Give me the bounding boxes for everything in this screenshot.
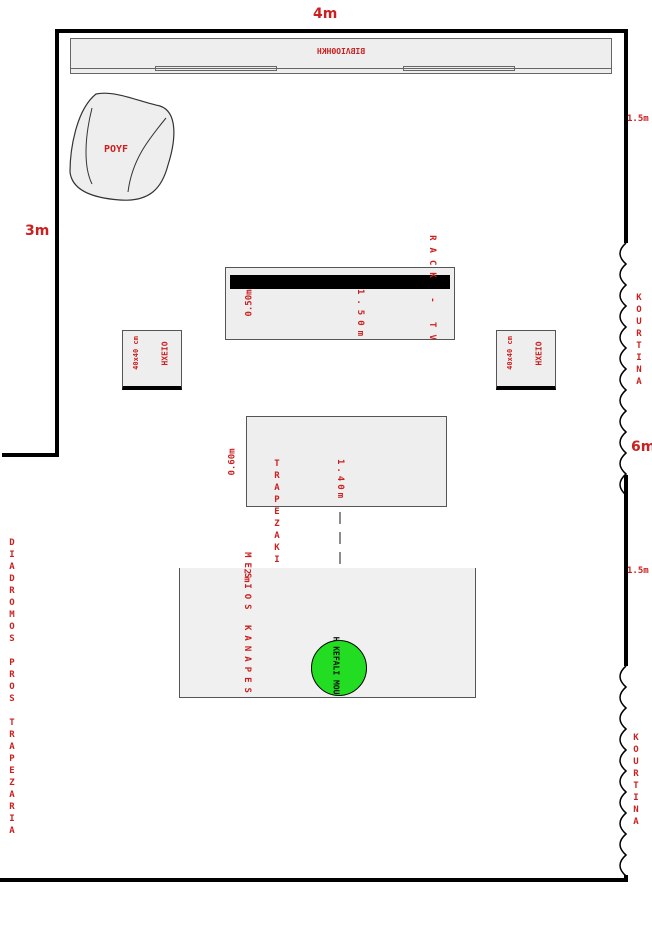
corridor-label: DIADROMOS PROS TRAPEZARIA	[7, 538, 17, 838]
speaker-left-size: 40x40 cm	[131, 336, 140, 370]
coffee-table: TRAPEZAKI 1.40m 0.60m	[228, 416, 447, 567]
curtain-lower-label: KOURTINA	[631, 733, 641, 829]
depth-label: 3m	[25, 223, 50, 239]
tv-rack-width: 1.50m	[355, 288, 366, 342]
coffee-table-name: TRAPEZAKI	[272, 459, 282, 567]
head-position-marker: H KEFALI MOU	[311, 636, 367, 696]
bookshelf-shelf-line	[71, 68, 611, 69]
sofa-length: 2m	[241, 568, 252, 586]
curtain-upper	[619, 242, 628, 496]
speaker-left: 40x40 cm ΗΧΕΙΟ	[122, 330, 182, 390]
curtain-lower	[619, 665, 628, 877]
head-position-label: H KEFALI MOU	[331, 636, 341, 695]
bookshelf: ΒΙΒΛΙΟΘΗΚΗ	[70, 38, 612, 74]
curtain-upper-label: KOURTINA	[634, 293, 644, 389]
tv-rack-name: RACK - TV	[426, 235, 437, 347]
coffee-table-width: 1.40m	[335, 458, 346, 502]
side-length-label: 6m	[631, 439, 652, 455]
pouf-fold	[85, 107, 93, 185]
pouf-fold-2	[127, 117, 167, 193]
upper-gap-label: 1.5m	[627, 114, 649, 124]
width-label: 4m	[313, 6, 338, 22]
tv-rack: RACK - TV 1.50m 0.50m	[225, 235, 455, 347]
bookshelf-door-right	[403, 66, 515, 71]
curtain-scallop-path	[619, 242, 628, 496]
pouf-shape	[69, 92, 175, 201]
lower-gap-label: 1.5m	[627, 566, 649, 576]
speaker-left-label: ΗΧΕΙΟ	[160, 341, 170, 366]
speaker-right-size: 40x40 cm	[505, 336, 514, 370]
curtain-scallop-path	[619, 665, 628, 877]
room-walls	[0, 29, 628, 882]
speaker-right: 40x40 cm ΗΧΕΙΟ	[496, 330, 556, 390]
bookshelf-door-left	[155, 66, 277, 71]
tv-screen	[230, 275, 450, 289]
bookshelf-label: ΒΙΒΛΙΟΘΗΚΗ	[316, 47, 366, 56]
speaker-right-label: ΗΧΕΙΟ	[534, 341, 544, 366]
pouf-label: POYF	[104, 144, 129, 155]
tv-rack-depth: 0.50m	[244, 289, 255, 317]
coffee-table-depth: 0.60m	[227, 448, 238, 476]
